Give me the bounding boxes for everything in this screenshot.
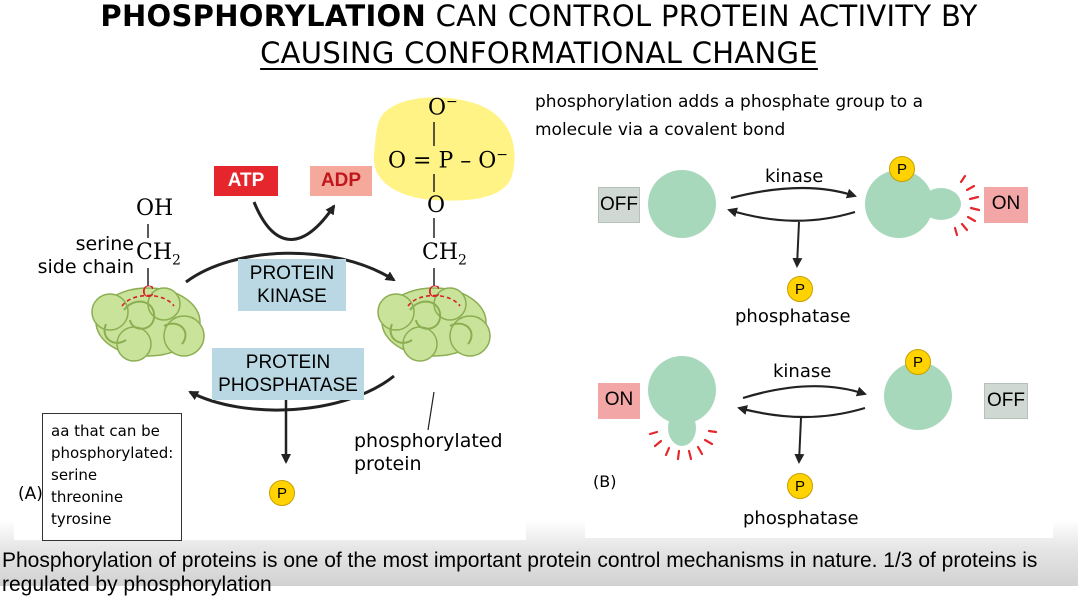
phosphate-attached-bottom: P — [905, 349, 931, 375]
phosphate-attached-top: P — [889, 156, 915, 182]
aa-threonine: threonine — [51, 488, 124, 506]
panel-a-drawing — [91, 97, 515, 464]
title-rest: CAN CONTROL PROTEIN ACTIVITY BY — [426, 0, 978, 33]
atp-adp-arrow — [252, 201, 336, 241]
phosphate-mid-label: O = P – O− — [388, 147, 509, 174]
carbon-right-label: C — [428, 282, 441, 301]
phosphate-blob — [373, 97, 515, 201]
linking-oxygen-label: O — [427, 193, 446, 218]
atp-label: ATP — [214, 166, 278, 196]
activity-rays-top — [953, 174, 981, 237]
on-state-label-bottom: ON — [598, 383, 640, 419]
panel-b-drawing — [648, 170, 981, 464]
phosphate-top-oxygen: O− — [428, 94, 458, 121]
active-protein-bottom-shape — [648, 356, 716, 446]
slide-title-line-2: CAUSING CONFORMATIONAL CHANGE — [260, 36, 818, 70]
panel-b: OFF ON kinase P P phosphatase ON OFF kin… — [585, 142, 1053, 538]
kinase-label-top: kinase — [765, 166, 824, 187]
active-protein-shape — [865, 170, 961, 238]
released-phosphate-circle: P — [269, 480, 295, 506]
kinase-label-bottom: kinase — [773, 361, 832, 382]
aa-serine: serine — [51, 466, 98, 484]
panel-a-label: (A) — [18, 484, 43, 504]
phosphate-released-bottom: P — [787, 473, 813, 499]
inactive-protein-circle — [648, 170, 716, 238]
activity-rays-bottom — [648, 429, 718, 461]
carbon-left-label: C — [142, 282, 155, 301]
definition-text: phosphorylation adds a phosphate group t… — [535, 92, 924, 140]
off-state-label: OFF — [598, 187, 640, 223]
off-state-label-bottom: OFF — [984, 383, 1028, 419]
kinase-arrow — [185, 251, 396, 284]
title-bold-word: PHOSPHORYLATION — [100, 0, 427, 33]
hydroxyl-label: OH — [136, 196, 174, 221]
ch2-right-label: CH2 — [422, 240, 467, 269]
footer-text: Phosphorylation of proteins is one of th… — [2, 549, 1038, 596]
on-state-label: ON — [984, 187, 1028, 223]
phosphate-released-top: P — [787, 276, 813, 302]
aa-box-line: phosphorylated: — [51, 444, 174, 462]
phosphatase-arrow — [188, 374, 395, 412]
adp-label: ADP — [310, 166, 372, 196]
inactive-protein-bottom-circle — [884, 362, 952, 430]
phosphatase-label-bottom: phosphatase — [743, 508, 859, 529]
phosphatase-label-top: phosphatase — [735, 306, 851, 327]
ch2-left-label: CH2 — [136, 240, 181, 269]
slide-title-line-1: PHOSPHORYLATION CAN CONTROL PROTEIN ACTI… — [0, 0, 1078, 33]
aa-tyrosine: tyrosine — [51, 510, 112, 528]
panel-b-label: (B) — [593, 472, 617, 491]
aa-box-line: aa that can be — [51, 422, 160, 440]
phosphorylatable-aa-box: aa that can be phosphorylated: serine th… — [42, 413, 182, 541]
